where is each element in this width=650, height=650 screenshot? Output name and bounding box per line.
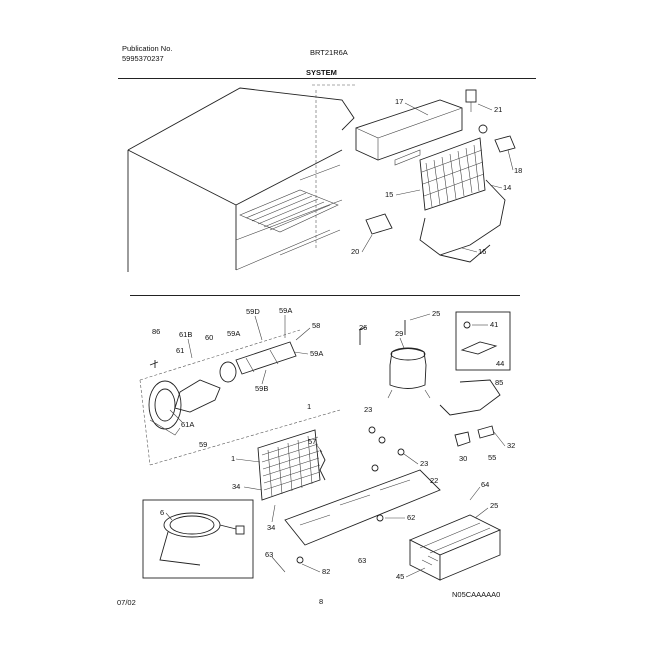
evaporator-cover [355, 99, 463, 166]
section-title: SYSTEM [306, 68, 337, 77]
footer-page: 8 [319, 597, 324, 606]
publication-number: 5995370237 [122, 54, 164, 63]
callout-59: 59 [199, 440, 207, 449]
callout-59A-b: 59A [279, 306, 292, 315]
compressor [358, 320, 431, 472]
callout-44: 44 [496, 359, 504, 368]
callout-15: 15 [385, 190, 393, 199]
model-number: BRT21R6A [310, 48, 348, 57]
defrost-heater [419, 179, 506, 263]
base-pan [284, 469, 441, 564]
callout-1-a: 1 [307, 402, 311, 411]
callout-20: 20 [351, 247, 359, 256]
defrost-parts [365, 89, 516, 235]
callout-1-b: 1 [231, 454, 235, 463]
drain-pan [408, 514, 502, 581]
callout-18: 18 [514, 166, 522, 175]
callout-23-a: 23 [364, 405, 372, 414]
condenser-fan-motor-assembly [139, 329, 341, 466]
header-rule [118, 78, 536, 79]
callout-58: 58 [312, 321, 320, 330]
callout-55: 55 [488, 453, 496, 462]
callout-61A: 61A [181, 420, 194, 429]
footer-date: 07/02 [117, 598, 136, 607]
callout-41: 41 [490, 320, 498, 329]
condenser-coil [257, 429, 326, 501]
callout-17: 17 [395, 97, 403, 106]
callout-34-a: 34 [232, 482, 240, 491]
evaporator-coil [419, 137, 486, 211]
callout-57: 57 [308, 437, 316, 446]
callout-21: 21 [494, 105, 502, 114]
callout-14: 14 [503, 183, 511, 192]
publication-label: Publication No. [122, 44, 173, 53]
callout-6: 6 [160, 508, 164, 517]
callout-29: 29 [395, 329, 403, 338]
callout-61B: 61B [179, 330, 192, 339]
callout-86: 86 [152, 327, 160, 336]
callout-26-a: 26 [359, 323, 367, 332]
callout-59A-c: 59A [310, 349, 323, 358]
callout-64: 64 [481, 480, 489, 489]
callout-23-b: 23 [420, 459, 428, 468]
callout-61: 61 [176, 346, 184, 355]
callout-82: 82 [322, 567, 330, 576]
power-cord-inset [142, 499, 254, 579]
callout-62: 62 [407, 513, 415, 522]
callout-22: 22 [430, 476, 438, 485]
callout-30: 30 [459, 454, 467, 463]
section-divider [130, 295, 520, 296]
callout-16: 16 [478, 247, 486, 256]
callout-59B: 59B [255, 384, 268, 393]
callout-34-b: 34 [267, 523, 275, 532]
callout-63-b: 63 [358, 556, 366, 565]
refrigerator-cabinet [127, 84, 355, 272]
callout-85: 85 [495, 378, 503, 387]
callout-25-b: 25 [490, 501, 498, 510]
callout-60: 60 [205, 333, 213, 342]
callout-32: 32 [507, 441, 515, 450]
callout-59D: 59D [246, 307, 260, 316]
start-relay-overload [439, 311, 511, 447]
callout-45: 45 [396, 572, 404, 581]
callout-63-a: 63 [265, 550, 273, 559]
callout-59A-a: 59A [227, 329, 240, 338]
callout-25: 25 [432, 309, 440, 318]
footer-code: N05CAAAAA0 [452, 590, 501, 599]
